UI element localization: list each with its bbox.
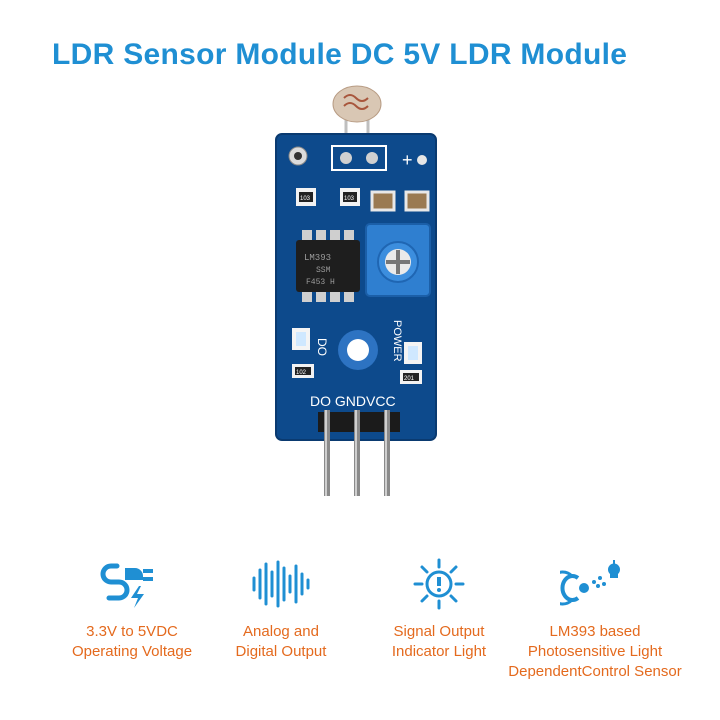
ldr-photoresistor — [332, 85, 382, 160]
feature-sensor-line3: DependentControl Sensor — [508, 663, 682, 680]
do-led-label: DO — [315, 338, 329, 356]
led-do: DO — [292, 328, 329, 356]
power-led-label: POWER — [391, 320, 403, 362]
chip-label-2: SSM — [316, 266, 331, 275]
page-title: LDR Sensor Module DC 5V LDR Module — [52, 38, 628, 71]
plug-power-icon — [100, 563, 153, 608]
features-row: 3.3V to 5VDC Operating Voltage Analog an… — [0, 556, 720, 706]
feature-output-line1: Analog and — [243, 623, 319, 640]
feature-voltage-line2: Operating Voltage — [71, 643, 193, 660]
waveform-icon — [252, 560, 310, 608]
lm393-chip: LM393 SSM F453 H — [296, 230, 360, 302]
feature-indicator-line2: Indicator Light — [391, 643, 487, 660]
feature-output-line2: Digital Output — [235, 643, 327, 660]
feature-sensor-line1: LM393 based — [549, 623, 641, 640]
feature-indicator-line1: Signal Output — [393, 623, 485, 640]
led-power: POWER — [391, 320, 422, 364]
resistor-2-label: 103 — [344, 196, 355, 202]
feature-voltage: 3.3V to 5VDC Operating Voltage — [42, 556, 222, 662]
feature-sensor-caption: LM393 based Photosensitive Light Depende… — [505, 622, 685, 682]
feature-output-caption: Analog and Digital Output — [191, 622, 371, 662]
feature-sensor-line2: Photosensitive Light — [527, 643, 663, 660]
header-pins — [318, 410, 400, 496]
ldr-module-image: + 103 103 LM393 SSM F453 H — [275, 85, 437, 496]
feature-voltage-line1: 3.3V to 5VDC — [86, 623, 178, 640]
feature-voltage-caption: 3.3V to 5VDC Operating Voltage — [42, 622, 222, 662]
potentiometer — [365, 223, 431, 297]
feature-indicator-caption: Signal Output Indicator Light — [349, 622, 529, 662]
feature-indicator: Signal Output Indicator Light — [349, 556, 529, 662]
feature-output: Analog and Digital Output — [191, 556, 371, 662]
pin-labels: DO GNDVCC — [310, 393, 396, 409]
resistors-top: 103 103 — [296, 188, 430, 212]
resistor-1-label: 103 — [300, 196, 311, 202]
plus-marking: + — [402, 150, 413, 170]
chip-label-1: LM393 — [304, 253, 331, 263]
indicator-light-icon — [413, 558, 465, 610]
chip-label-3: F453 H — [306, 278, 335, 287]
resistor-4-label: 201 — [404, 376, 415, 382]
resistor-3-label: 102 — [296, 370, 307, 376]
feature-sensor: LM393 based Photosensitive Light Depende… — [505, 556, 685, 682]
light-sensor-icon — [560, 560, 620, 606]
